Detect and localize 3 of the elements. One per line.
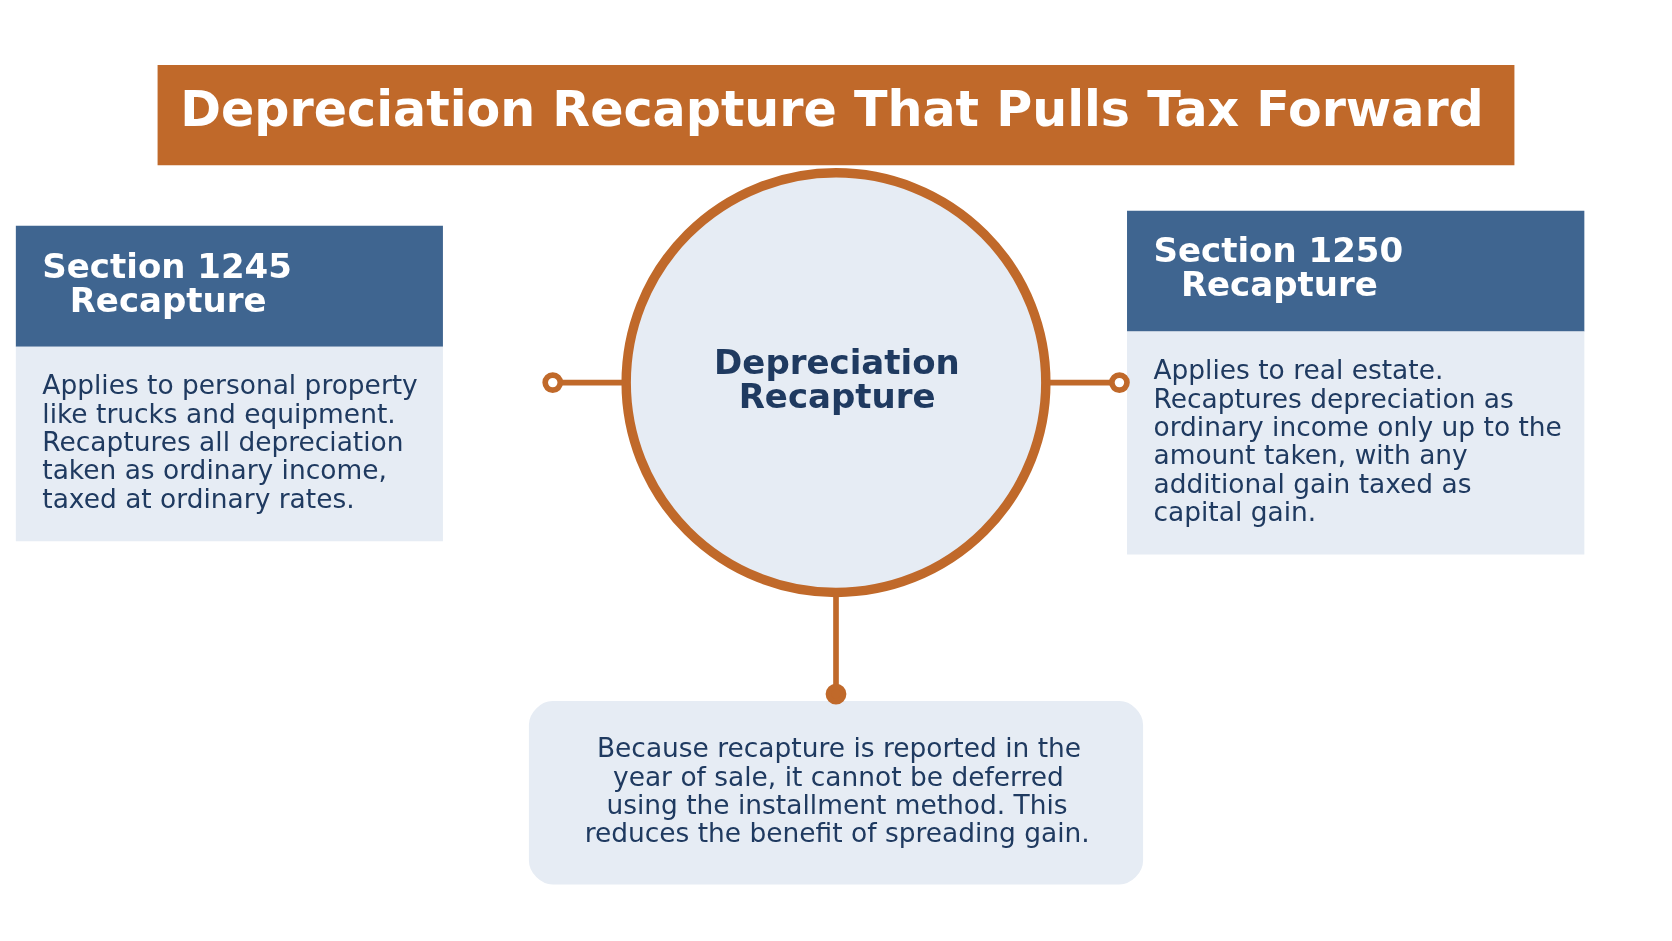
node-box: Because recapture is reported in the year of sale, it cannot be deferred using the installment method. This reduces the benefit of spreading gain. bbox=[528, 701, 1144, 885]
diagram-title: Depreciation Recapture That Pulls Tax Forward bbox=[180, 80, 1484, 139]
node-circle: Depreciation Recapture bbox=[621, 168, 1051, 598]
